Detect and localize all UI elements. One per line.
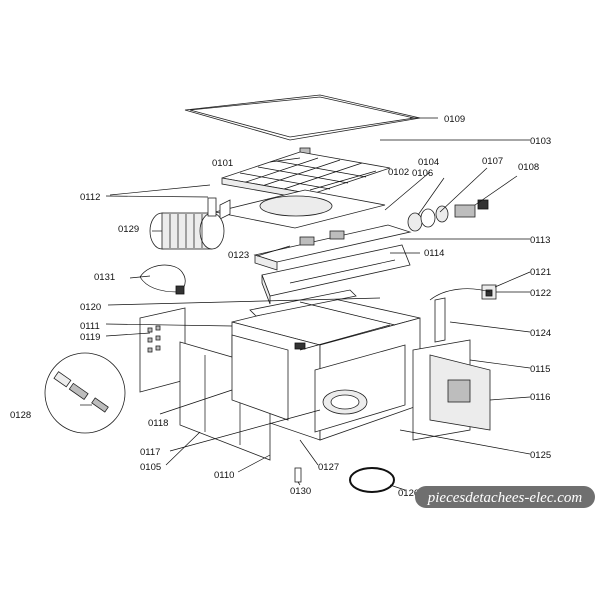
part-label-0105: 0105 — [140, 462, 161, 473]
part-bracket — [249, 289, 396, 326]
part-label-0117: 0117 — [140, 447, 160, 458]
part-label-0106: 0106 — [412, 168, 433, 179]
part-connector-detail — [44, 352, 126, 434]
part-control-panel — [253, 224, 412, 305]
part-label-0116: 0116 — [530, 392, 550, 403]
part-switch — [429, 284, 497, 301]
part-label-0129: 0129 — [118, 224, 139, 235]
part-label-0110: 0110 — [214, 470, 234, 481]
part-label-0115: 0115 — [530, 364, 550, 375]
part-label-0102: 0102 — [388, 167, 409, 178]
part-support-frame — [214, 189, 386, 229]
part-clip — [294, 467, 302, 483]
part-label-0113: 0113 — [530, 235, 550, 246]
part-label-0111: 0111 — [80, 321, 100, 332]
part-label-0123: 0123 — [228, 250, 249, 261]
part-side-rail — [434, 297, 446, 343]
part-label-0108: 0108 — [518, 162, 539, 173]
part-label-0103: 0103 — [530, 136, 551, 147]
part-label-0126: 0126 — [398, 488, 419, 499]
part-label-0118: 0118 — [148, 418, 168, 429]
part-label-0104: 0104 — [418, 157, 439, 168]
part-power-cable — [139, 264, 186, 295]
part-label-0127: 0127 — [318, 462, 339, 473]
part-label-0130: 0130 — [290, 486, 311, 497]
part-label-0112: 0112 — [80, 192, 100, 203]
part-fan-motor — [149, 197, 225, 250]
part-labels: 0101 0102 0103 0104 0105 0106 0107 0108 0109 0110… — [10, 114, 551, 499]
watermark: piecesdetachees-elec.com — [415, 486, 595, 508]
part-rod — [109, 184, 211, 196]
part-divider — [231, 334, 289, 421]
part-label-0119: 0119 — [80, 332, 100, 343]
part-door — [412, 339, 491, 441]
leader-lines — [80, 117, 531, 491]
part-label-0121: 0121 — [530, 267, 551, 278]
part-label-0122: 0122 — [530, 288, 551, 299]
part-label-0131: 0131 — [94, 272, 115, 283]
part-label-0120: 0120 — [80, 302, 101, 313]
part-top-cover — [184, 94, 421, 141]
part-seal-ring — [349, 467, 395, 493]
watermark-text: piecesdetachees-elec.com — [427, 490, 583, 506]
part-label-0114: 0114 — [424, 248, 444, 259]
part-label-0125: 0125 — [530, 450, 551, 461]
part-label-0101: 0101 — [212, 158, 233, 169]
part-label-0124: 0124 — [530, 328, 551, 339]
part-side-panel — [139, 307, 186, 393]
part-lamp-assembly — [407, 199, 489, 232]
part-label-0109: 0109 — [444, 114, 465, 125]
part-label-0107: 0107 — [482, 156, 503, 167]
part-label-0128: 0128 — [10, 410, 31, 421]
